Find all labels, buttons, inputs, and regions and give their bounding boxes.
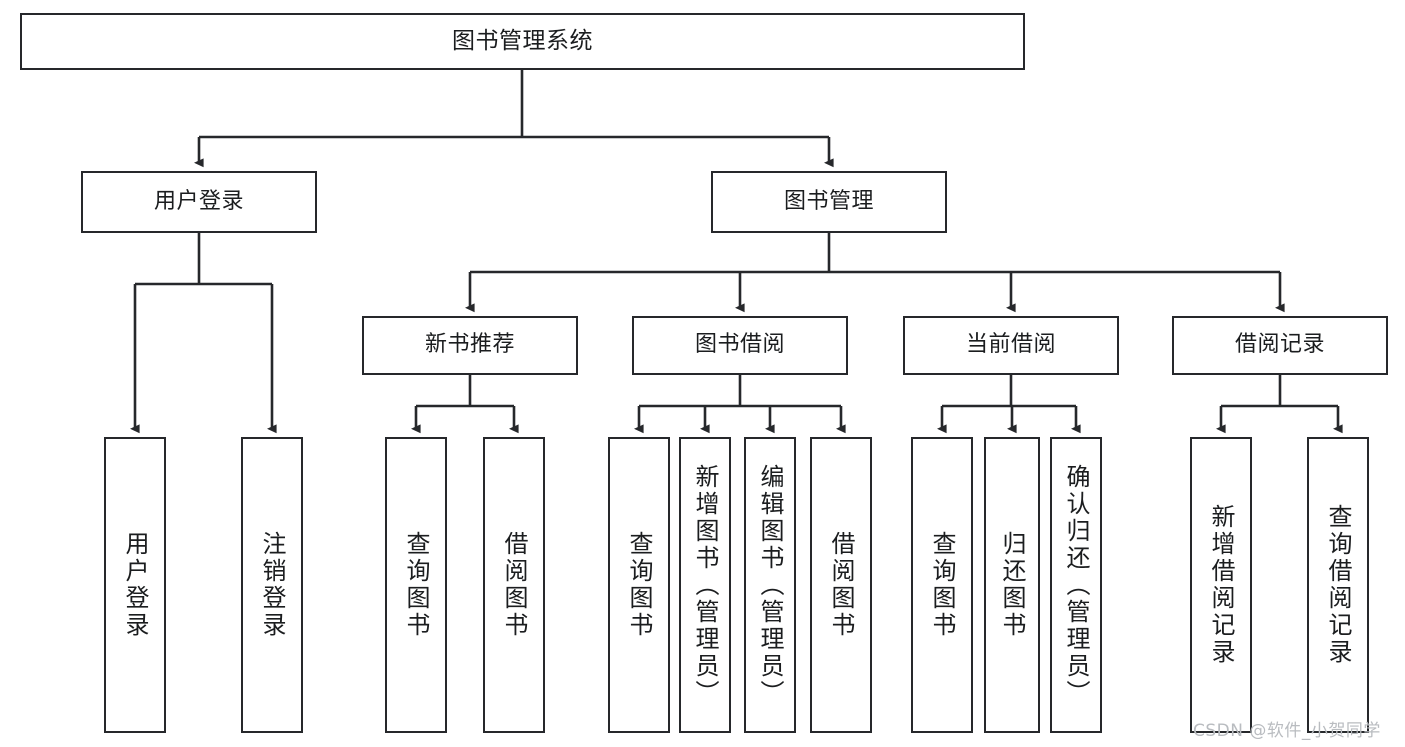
node-leaf-cur-confirm-return-label: 确认归还（管理员）	[1062, 463, 1090, 707]
node-leaf-cur-return-book[interactable]: 归还图书	[984, 437, 1040, 733]
node-borrow-record[interactable]: 借阅记录	[1172, 316, 1388, 375]
node-book-manage-label: 图书管理	[783, 188, 874, 214]
node-user-login-label: 用户登录	[153, 188, 244, 214]
node-leaf-user-logout[interactable]: 注销登录	[241, 437, 303, 733]
node-new-book-rec-label: 新书推荐	[424, 332, 515, 358]
node-leaf-rec-query-record-label: 查询借阅记录	[1324, 504, 1352, 666]
node-leaf-rec-query-book-label: 查询图书	[402, 531, 430, 639]
node-user-login[interactable]: 用户登录	[81, 171, 317, 233]
node-leaf-cur-query-book-label: 查询图书	[928, 531, 956, 639]
node-leaf-rec-borrow-book-label: 借阅图书	[500, 531, 528, 639]
node-leaf-rec-add-record-label: 新增借阅记录	[1207, 504, 1235, 666]
node-new-book-rec[interactable]: 新书推荐	[362, 316, 578, 375]
node-leaf-borrow-borrow-book-label: 借阅图书	[827, 531, 855, 639]
node-root[interactable]: 图书管理系统	[20, 13, 1025, 70]
node-book-borrow[interactable]: 图书借阅	[632, 316, 848, 375]
node-leaf-borrow-query-book-label: 查询图书	[625, 531, 653, 639]
node-leaf-borrow-add-book[interactable]: 新增图书（管理员）	[679, 437, 731, 733]
csdn-watermark: CSDN @软件_小贺同学	[1193, 721, 1381, 741]
node-leaf-rec-add-record[interactable]: 新增借阅记录	[1190, 437, 1252, 733]
node-leaf-cur-confirm-return[interactable]: 确认归还（管理员）	[1050, 437, 1102, 733]
node-leaf-borrow-borrow-book[interactable]: 借阅图书	[810, 437, 872, 733]
node-leaf-borrow-add-book-label: 新增图书（管理员）	[691, 463, 719, 707]
node-leaf-rec-query-record[interactable]: 查询借阅记录	[1307, 437, 1369, 733]
node-current-borrow-label: 当前借阅	[965, 332, 1056, 358]
node-current-borrow[interactable]: 当前借阅	[903, 316, 1119, 375]
node-leaf-borrow-edit-book[interactable]: 编辑图书（管理员）	[744, 437, 796, 733]
node-leaf-cur-return-book-label: 归还图书	[998, 531, 1026, 639]
node-book-manage[interactable]: 图书管理	[711, 171, 947, 233]
node-leaf-user-login[interactable]: 用户登录	[104, 437, 166, 733]
node-leaf-rec-query-book[interactable]: 查询图书	[385, 437, 447, 733]
node-leaf-rec-borrow-book[interactable]: 借阅图书	[483, 437, 545, 733]
node-leaf-user-login-label: 用户登录	[121, 531, 149, 639]
node-root-label: 图书管理系统	[452, 27, 593, 54]
node-leaf-user-logout-label: 注销登录	[258, 531, 286, 639]
node-leaf-cur-query-book[interactable]: 查询图书	[911, 437, 973, 733]
node-leaf-borrow-query-book[interactable]: 查询图书	[608, 437, 670, 733]
node-leaf-borrow-edit-book-label: 编辑图书（管理员）	[756, 463, 784, 707]
node-book-borrow-label: 图书借阅	[694, 332, 785, 358]
node-borrow-record-label: 借阅记录	[1234, 332, 1325, 358]
